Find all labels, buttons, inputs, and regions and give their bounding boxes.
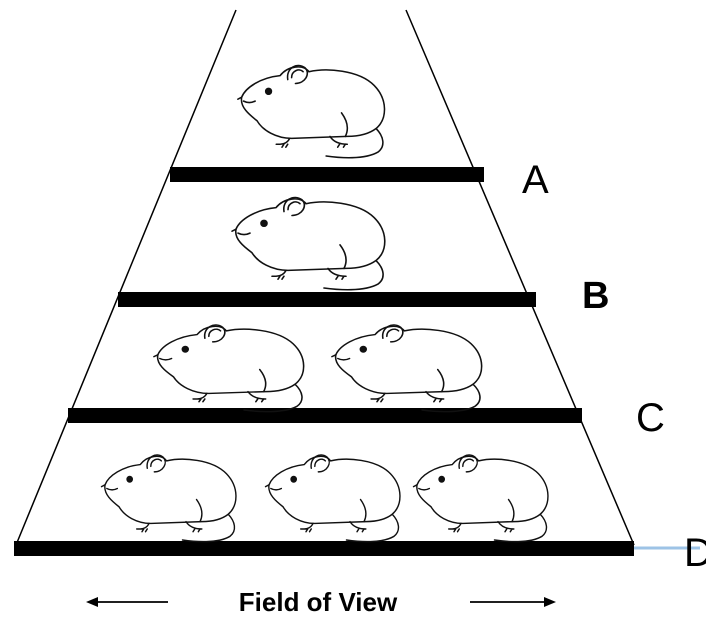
arrow-left-icon: [86, 597, 168, 607]
mouse-icon: [232, 197, 385, 289]
level-bar-b: [118, 292, 536, 307]
trapezoid-left-edge: [16, 10, 236, 545]
mouse-icon: [102, 455, 236, 542]
field-of-view-label: Field of View: [239, 587, 398, 617]
arrow-right-icon: [470, 597, 556, 607]
level-label-c: C: [636, 396, 665, 440]
level-label-a: A: [522, 158, 549, 202]
mouse-icon: [332, 325, 482, 412]
level-bar-d: [14, 541, 634, 556]
mouse-icon: [154, 325, 304, 412]
level-bar-c: [68, 408, 582, 423]
level-label-d: D: [684, 531, 706, 575]
mouse-icon: [414, 455, 548, 542]
mouse-icon: [238, 65, 385, 157]
mouse-icon: [266, 455, 400, 542]
level-bar-a: [170, 167, 484, 182]
level-label-b: B: [582, 275, 609, 317]
